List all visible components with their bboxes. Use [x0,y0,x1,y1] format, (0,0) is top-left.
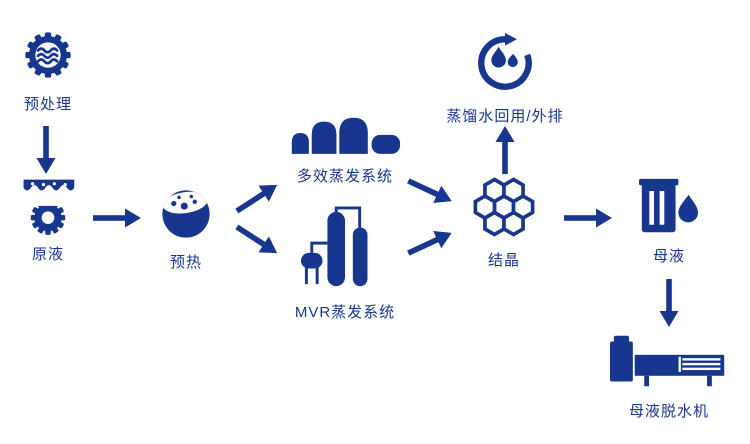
distillation-columns-icon [298,206,392,292]
liquid-gear-icon [19,176,77,235]
gear-water-icon [19,26,77,84]
arrow-preheat-to-mvr [231,219,282,262]
node-multi-effect-evaporation: 多效蒸发系统 [280,110,410,186]
node-label: 原液 [31,246,64,263]
node-pretreatment: 预处理 [4,26,92,114]
water-recycle-icon [474,30,536,96]
node-distilled-water: 蒸馏水回用/外排 [437,30,573,126]
arrow-pretreatment-to-raw-liquid [36,126,56,174]
arrow-crystallization-to-distilled-water [495,126,515,174]
arrow-raw-liquid-to-preheat [93,208,141,228]
node-raw-liquid: 原液 [4,176,92,264]
node-dewatering-machine: 母液脱水机 [600,332,738,421]
node-label: MVR蒸发系统 [294,304,396,321]
node-crystallization: 结晶 [462,174,546,270]
node-label: 预热 [169,254,202,271]
node-label: 结晶 [487,252,520,269]
evaporator-domes-icon [288,110,402,156]
node-label: 母液脱水机 [628,403,709,420]
arrow-crystallization-to-mother-liquor [564,208,612,228]
dewatering-machine-icon [606,332,732,391]
tank-droplet-icon [634,176,704,236]
arrow-mvr-to-crystallization [404,224,456,262]
node-mother-liquor: 母液 [626,176,712,266]
node-label: 预处理 [23,96,72,113]
arrow-mother-liquor-to-dewatering [659,279,679,327]
arrow-multi-effect-to-crystallization [404,172,456,210]
preheat-sphere-icon [158,186,214,242]
node-preheat: 预热 [147,186,225,272]
node-label: 蒸馏水回用/外排 [446,108,564,125]
honeycomb-icon [471,174,537,240]
node-mvr-evaporation: MVR蒸发系统 [283,206,407,322]
node-label: 多效蒸发系统 [296,168,393,185]
arrow-preheat-to-multi-effect [231,177,282,220]
node-label: 母液 [652,248,685,265]
